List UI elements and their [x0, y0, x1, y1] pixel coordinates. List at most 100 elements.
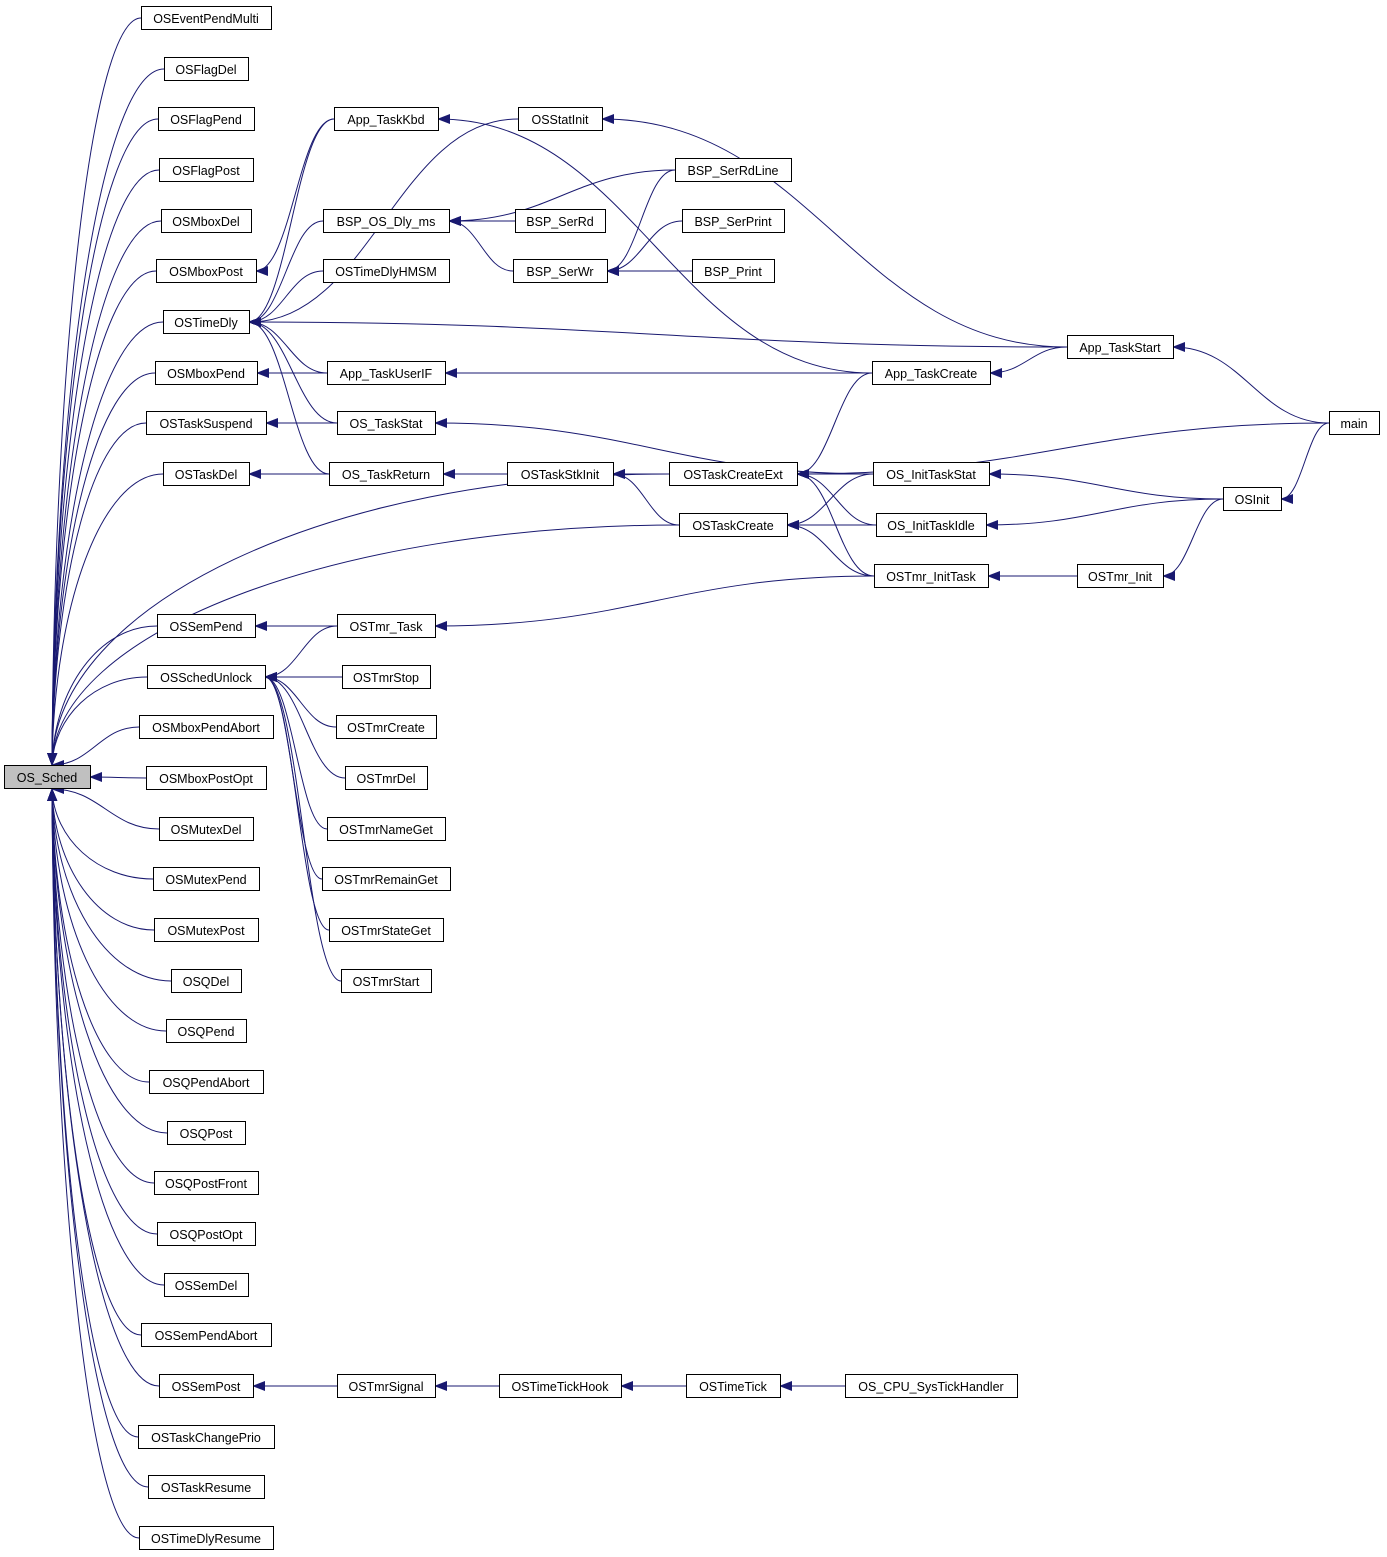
node-bsp-serrd[interactable]: BSP_SerRd [515, 209, 606, 233]
node-ostasksuspend[interactable]: OSTaskSuspend [146, 411, 267, 435]
node-box [323, 259, 450, 283]
node-osmboxpendabort[interactable]: OSMboxPendAbort [139, 715, 274, 739]
node-ostaskdel[interactable]: OSTaskDel [163, 462, 250, 486]
node-box [686, 1374, 781, 1398]
node-ostimedlyhmsm[interactable]: OSTimeDlyHMSM [323, 259, 450, 283]
node-ossempost[interactable]: OSSemPost [159, 1374, 254, 1398]
node-label: OSTmr_Init [1088, 570, 1152, 584]
node-osinit[interactable]: OSInit [1223, 487, 1282, 511]
node-osschedunlock[interactable]: OSSchedUnlock [147, 665, 266, 689]
node-box [692, 259, 775, 283]
node-ostaskcreate[interactable]: OSTaskCreate [679, 513, 788, 537]
node-ossempend[interactable]: OSSemPend [157, 614, 256, 638]
node-ossemdel[interactable]: OSSemDel [164, 1273, 249, 1297]
node-app-taskcreate[interactable]: App_TaskCreate [872, 361, 991, 385]
node-osmutexpend[interactable]: OSMutexPend [153, 867, 260, 891]
node-bsp-serwr[interactable]: BSP_SerWr [513, 259, 608, 283]
node-box [146, 766, 267, 790]
node-box [167, 1121, 246, 1145]
node-osqpend[interactable]: OSQPend [166, 1019, 247, 1043]
node-box [336, 715, 437, 739]
node-ostaskcreateext[interactable]: OSTaskCreateExt [669, 462, 798, 486]
node-osmboxpost[interactable]: OSMboxPost [156, 259, 257, 283]
edge-osmboxpendabort-to-os-sched [51, 726, 140, 770]
node-box [1329, 411, 1380, 435]
node-box [154, 918, 259, 942]
node-app-taskstart[interactable]: App_TaskStart [1067, 335, 1174, 359]
node-osflagdel[interactable]: OSFlagDel [164, 57, 249, 81]
node-box [1077, 564, 1164, 588]
node-osmboxpostopt[interactable]: OSMboxPostOpt [146, 766, 267, 790]
node-box [148, 1475, 265, 1499]
node-label: OS_TaskStat [350, 417, 423, 431]
node-ostaskresume[interactable]: OSTaskResume [148, 1475, 265, 1499]
node-ostaskstkinit[interactable]: OSTaskStkInit [507, 462, 614, 486]
node-ostmr-task[interactable]: OSTmr_Task [337, 614, 436, 638]
node-box [323, 209, 450, 233]
node-box [163, 310, 250, 334]
node-box [342, 665, 431, 689]
node-ostmrnameget[interactable]: OSTmrNameGet [327, 817, 446, 841]
node-label: OSMboxPend [167, 367, 245, 381]
node-osflagpend[interactable]: OSFlagPend [158, 107, 255, 131]
node-osmboxpend[interactable]: OSMboxPend [155, 361, 258, 385]
node-box [158, 107, 255, 131]
node-ostmrstart[interactable]: OSTmrStart [341, 969, 432, 993]
node-bsp-os-dly-ms[interactable]: BSP_OS_Dly_ms [323, 209, 450, 233]
node-osqdel[interactable]: OSQDel [171, 969, 242, 993]
node-os-taskstat[interactable]: OS_TaskStat [337, 411, 436, 435]
node-oseventpendmulti[interactable]: OSEventPendMulti [141, 6, 272, 30]
node-label: BSP_OS_Dly_ms [337, 215, 436, 229]
node-osqpostopt[interactable]: OSQPostOpt [157, 1222, 256, 1246]
node-ostimetick[interactable]: OSTimeTick [686, 1374, 781, 1398]
edge-osmutexdel-to-os-sched [51, 784, 160, 830]
node-bsp-print[interactable]: BSP_Print [692, 259, 775, 283]
node-bsp-serrdline[interactable]: BSP_SerRdLine [675, 158, 792, 182]
edge-os-taskreturn-to-ostimedly [248, 317, 330, 475]
node-osqpendabort[interactable]: OSQPendAbort [149, 1070, 264, 1094]
node-box [139, 715, 274, 739]
node-ostimedly[interactable]: OSTimeDly [163, 310, 250, 334]
node-os-cpu-systickhandler[interactable]: OS_CPU_SysTickHandler [845, 1374, 1018, 1398]
node-box [155, 361, 258, 385]
node-ostmr-inittask[interactable]: OSTmr_InitTask [874, 564, 989, 588]
node-label: OSFlagDel [175, 63, 236, 77]
node-osqpost[interactable]: OSQPost [167, 1121, 246, 1145]
node-osmboxdel[interactable]: OSMboxDel [161, 209, 252, 233]
node-ostmrremainget[interactable]: OSTmrRemainGet [322, 867, 451, 891]
edge-bsp-serwr-to-bsp-os-dly-ms [448, 216, 514, 272]
node-os-sched[interactable]: OS_Sched [4, 765, 91, 789]
node-bsp-serprint[interactable]: BSP_SerPrint [682, 209, 785, 233]
node-label: OSTaskSuspend [159, 417, 252, 431]
node-osqpostfront[interactable]: OSQPostFront [154, 1171, 259, 1195]
node-app-taskkbd[interactable]: App_TaskKbd [334, 107, 439, 131]
node-box [146, 411, 267, 435]
node-main[interactable]: main [1329, 411, 1380, 435]
node-label: OSFlagPost [172, 164, 240, 178]
node-app-taskuserif[interactable]: App_TaskUserIF [327, 361, 446, 385]
node-ostmrstop[interactable]: OSTmrStop [342, 665, 431, 689]
node-osstatinit[interactable]: OSStatInit [518, 107, 603, 131]
node-ostmrcreate[interactable]: OSTmrCreate [336, 715, 437, 739]
edge-app-taskstart-to-app-taskcreate [989, 346, 1068, 378]
node-box [337, 614, 436, 638]
node-ostimetickhook[interactable]: OSTimeTickHook [499, 1374, 622, 1398]
node-ostimedlyresume[interactable]: OSTimeDlyResume [139, 1526, 274, 1550]
node-label: OSQPostOpt [170, 1228, 243, 1242]
node-os-inittaskidle[interactable]: OS_InitTaskIdle [876, 513, 987, 537]
node-osmutexdel[interactable]: OSMutexDel [159, 817, 254, 841]
node-os-inittaskstat[interactable]: OS_InitTaskStat [873, 462, 990, 486]
node-os-taskreturn[interactable]: OS_TaskReturn [329, 462, 444, 486]
node-osflagpost[interactable]: OSFlagPost [159, 158, 254, 182]
node-ostmrsignal[interactable]: OSTmrSignal [337, 1374, 436, 1398]
node-ostmrstateget[interactable]: OSTmrStateGet [329, 918, 444, 942]
edge-ostimedly-to-os-sched [47, 321, 164, 766]
node-ostmrdel[interactable]: OSTmrDel [345, 766, 428, 790]
node-osmutexpost[interactable]: OSMutexPost [154, 918, 259, 942]
node-box [159, 158, 254, 182]
node-ostaskchangeprio[interactable]: OSTaskChangePrio [138, 1425, 275, 1449]
node-ossempendabort[interactable]: OSSemPendAbort [141, 1323, 272, 1347]
node-ostmr-init[interactable]: OSTmr_Init [1077, 564, 1164, 588]
edge-ostmr-inittask-to-ostaskcreate [786, 520, 875, 577]
edge-ossemdel-to-os-sched [47, 788, 165, 1286]
